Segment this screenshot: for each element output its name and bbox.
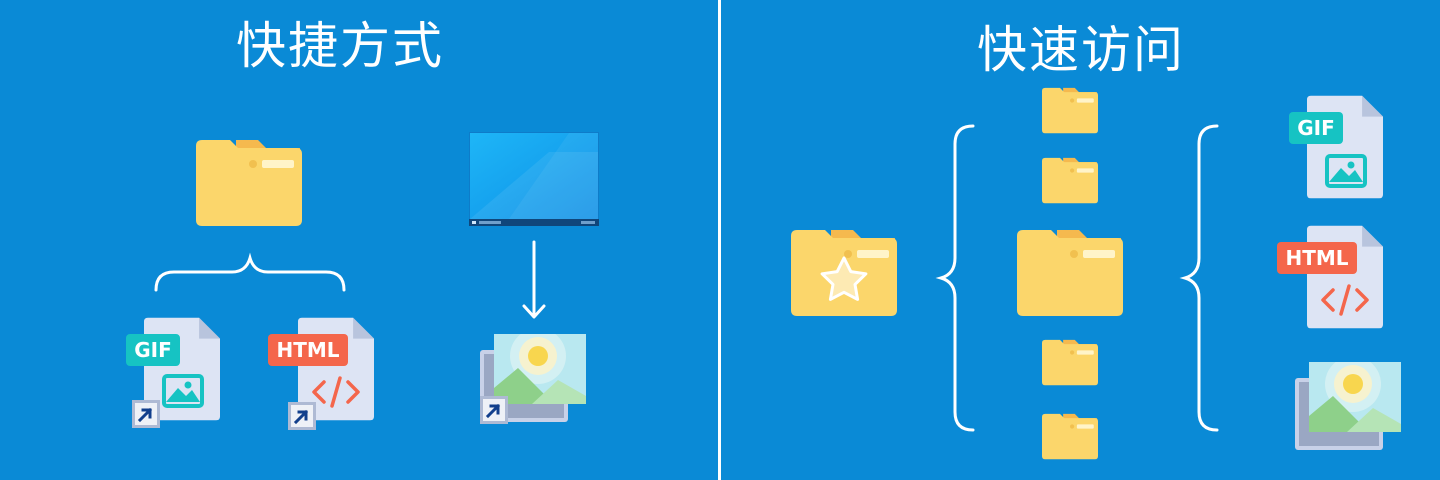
quick-access-panel: 快速访问 bbox=[721, 0, 1440, 480]
gif-image-file-icon: GIF bbox=[126, 314, 226, 430]
folder-icon bbox=[1017, 222, 1123, 318]
gif-image-file-icon: GIF bbox=[1289, 92, 1389, 202]
html-code-file-icon: HTML bbox=[268, 314, 378, 430]
down-arrow bbox=[522, 240, 546, 320]
folder-icon bbox=[1042, 84, 1098, 134]
curly-brace bbox=[935, 124, 975, 432]
folder-icon bbox=[196, 132, 302, 228]
starred-folder-icon bbox=[791, 222, 897, 318]
folder-icon bbox=[1042, 336, 1098, 386]
shortcut-arrow-icon bbox=[480, 396, 508, 424]
shortcut-panel: 快捷方式 GIF HTML bbox=[0, 0, 718, 480]
panel-title: 快速访问 bbox=[977, 21, 1185, 79]
shortcut-arrow-icon bbox=[132, 400, 160, 428]
html-badge: HTML bbox=[1285, 246, 1349, 270]
shortcut-arrow-icon bbox=[288, 402, 316, 430]
picture-gallery-icon bbox=[480, 334, 588, 426]
folder-icon bbox=[1042, 410, 1098, 460]
gif-badge: GIF bbox=[1297, 116, 1335, 140]
picture-gallery-icon bbox=[1295, 362, 1403, 452]
html-badge: HTML bbox=[276, 338, 340, 362]
curly-brace bbox=[1179, 124, 1219, 432]
desktop-screen-icon bbox=[469, 132, 599, 226]
panel-title: 快捷方式 bbox=[236, 17, 444, 75]
html-code-file-icon: HTML bbox=[1277, 222, 1387, 332]
panel-divider bbox=[718, 0, 721, 480]
folder-icon bbox=[1042, 154, 1098, 204]
curly-brace bbox=[154, 252, 346, 292]
gif-badge: GIF bbox=[134, 338, 172, 362]
